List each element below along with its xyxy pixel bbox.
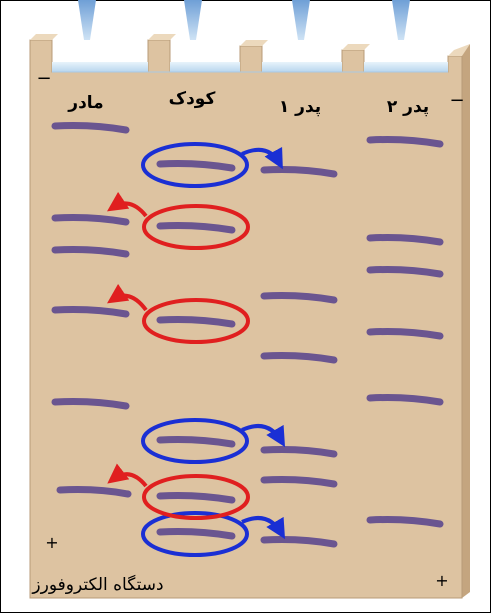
blue-match-ellipse — [141, 511, 249, 557]
band-mother — [51, 214, 130, 226]
band-father-1 — [260, 352, 338, 364]
band-child — [156, 528, 236, 540]
band-mother — [51, 398, 130, 410]
band-father-2 — [366, 266, 444, 278]
father-match-highlights — [141, 142, 286, 557]
pipettes — [78, 0, 410, 40]
band-mother — [51, 246, 130, 258]
pipette-icon — [392, 0, 410, 40]
negative-pole-right: − — [449, 90, 464, 111]
band-father-1 — [260, 446, 338, 458]
band-child — [156, 436, 236, 448]
blue-match-arrow — [241, 146, 283, 170]
red-match-ellipse — [142, 204, 250, 250]
blue-match-ellipse — [141, 418, 249, 464]
band-father-1 — [260, 536, 338, 548]
positive-pole-right: + — [435, 571, 448, 590]
band-father-2 — [366, 328, 444, 340]
well — [52, 62, 148, 72]
band-child — [156, 160, 236, 172]
band-father-1 — [260, 292, 338, 304]
band-father-1 — [260, 476, 338, 488]
lane-label-father-1: پدر ۱ — [279, 97, 321, 117]
pipette-icon — [78, 0, 96, 40]
red-match-arrow — [107, 463, 148, 488]
red-match-arrow — [107, 191, 148, 218]
blue-match-ellipse — [141, 142, 249, 188]
band-father-1 — [260, 166, 338, 178]
well — [364, 62, 448, 72]
band-father-2 — [366, 516, 444, 528]
well — [170, 62, 240, 72]
pipette-icon — [184, 0, 202, 40]
positive-pole-left: + — [45, 533, 58, 552]
negative-pole-left: − — [36, 68, 51, 89]
red-match-ellipse — [142, 298, 250, 344]
mother-match-highlights — [107, 191, 250, 520]
bands — [51, 122, 444, 548]
band-mother — [56, 486, 132, 498]
band-child — [156, 492, 236, 504]
pipette-icon — [292, 0, 310, 40]
red-match-ellipse — [142, 474, 250, 520]
band-mother — [51, 122, 130, 134]
band-father-2 — [366, 136, 444, 148]
band-child — [156, 316, 236, 328]
lane-label-mother: مادر — [67, 93, 103, 113]
gel-slab — [29, 34, 470, 599]
band-father-2 — [366, 234, 444, 246]
blue-match-arrow — [241, 424, 286, 448]
band-mother — [51, 306, 130, 318]
band-father-2 — [366, 394, 444, 406]
lane-label-child: کودک — [169, 89, 216, 109]
red-match-arrow — [107, 283, 148, 312]
well — [262, 62, 342, 72]
band-child — [156, 222, 236, 234]
blue-match-arrow — [241, 516, 286, 540]
lane-label-father-2: پدر ۲ — [387, 97, 429, 117]
caption: دستگاه الکتروفورز — [31, 574, 163, 595]
